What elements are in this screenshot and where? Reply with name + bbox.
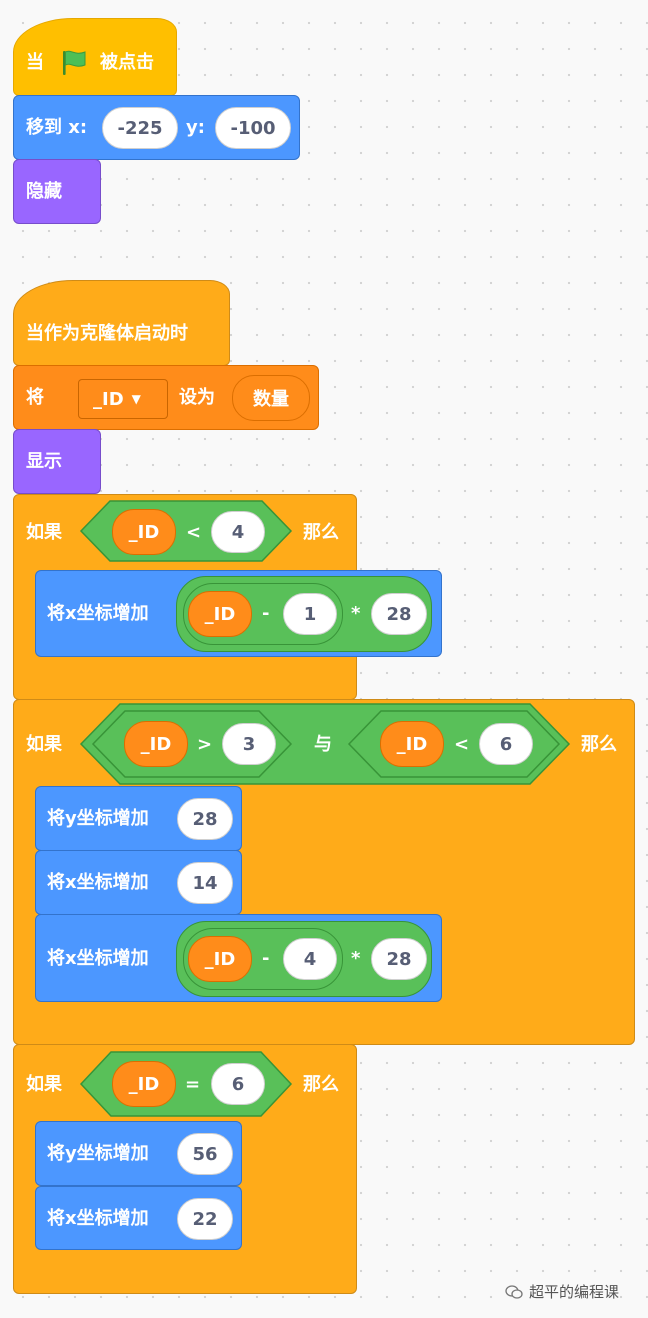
change-x-label: 将x坐标增加 — [47, 603, 149, 624]
change-x-block-3[interactable]: 将x坐标增加 _ID - 4 * 28 — [35, 914, 442, 1002]
go-to-y-label: y: — [186, 117, 205, 138]
show-block[interactable]: 显示 — [13, 429, 101, 494]
multiplier-input[interactable]: 28 — [371, 593, 427, 635]
y-input[interactable]: -100 — [215, 107, 291, 149]
id-reporter[interactable]: _ID — [124, 721, 188, 767]
greater-than-operator: > — [197, 734, 213, 755]
dropdown-arrow-icon: ▼ — [131, 392, 141, 406]
variable-dropdown-value: _ID — [93, 388, 124, 410]
minus-operator: - — [262, 948, 270, 969]
change-y-input[interactable]: 56 — [177, 1133, 233, 1175]
change-x-label: 将x坐标增加 — [47, 872, 149, 893]
set-to-label: 设为 — [179, 387, 215, 408]
change-x-block-4[interactable]: 将x坐标增加 22 — [35, 1186, 242, 1250]
id-reporter[interactable]: _ID — [188, 936, 252, 982]
when-flag-prefix: 当 — [26, 52, 44, 73]
watermark: 超平的编程课 — [505, 1281, 619, 1302]
count-reporter[interactable]: 数量 — [232, 375, 310, 421]
set-variable-block[interactable]: 将 _ID ▼ 设为 数量 — [13, 365, 319, 430]
change-y-label: 将y坐标增加 — [47, 808, 149, 829]
watermark-text: 超平的编程课 — [529, 1283, 620, 1301]
id-reporter[interactable]: _ID — [112, 509, 176, 555]
if-label: 如果 — [26, 522, 62, 543]
change-y-input[interactable]: 28 — [177, 798, 233, 840]
compare-value-input[interactable]: 6 — [479, 723, 533, 765]
if-label: 如果 — [26, 734, 62, 755]
when-start-as-clone-block[interactable]: 当作为克隆体启动时 — [13, 280, 230, 366]
change-y-block-1[interactable]: 将y坐标增加 28 — [35, 786, 242, 851]
wechat-icon — [505, 1284, 523, 1299]
change-x-block-1[interactable]: 将x坐标增加 _ID - 1 * 28 — [35, 570, 442, 657]
compare-value-input[interactable]: 4 — [211, 511, 265, 553]
minus-operator: - — [262, 603, 270, 624]
equals-operator: = — [185, 1074, 201, 1095]
clone-hat-label: 当作为克隆体启动时 — [26, 323, 188, 344]
then-label: 那么 — [303, 1074, 339, 1095]
less-than-operator: < — [186, 522, 202, 543]
change-x-input[interactable]: 22 — [177, 1198, 233, 1240]
less-than-operator: < — [454, 734, 470, 755]
if-label: 如果 — [26, 1074, 62, 1095]
compare-value-input[interactable]: 3 — [222, 723, 276, 765]
compare-value-input[interactable]: 6 — [211, 1063, 265, 1105]
change-y-label: 将y坐标增加 — [47, 1143, 149, 1164]
id-reporter[interactable]: _ID — [112, 1061, 176, 1107]
hide-label: 隐藏 — [26, 181, 62, 202]
x-input[interactable]: -225 — [102, 107, 178, 149]
change-x-input[interactable]: 14 — [177, 862, 233, 904]
multiply-operator: * — [351, 603, 361, 624]
change-x-label: 将x坐标增加 — [47, 1208, 149, 1229]
id-reporter[interactable]: _ID — [188, 591, 252, 637]
when-flag-suffix: 被点击 — [100, 52, 154, 73]
green-flag-icon — [63, 50, 86, 75]
change-y-block-2[interactable]: 将y坐标增加 56 — [35, 1121, 242, 1186]
subtrahend-input[interactable]: 4 — [283, 938, 337, 980]
id-reporter[interactable]: _ID — [380, 721, 444, 767]
and-label: 与 — [314, 734, 332, 755]
go-to-xy-block[interactable]: 移到 x: -225 y: -100 — [13, 95, 300, 160]
subtrahend-input[interactable]: 1 — [283, 593, 337, 635]
then-label: 那么 — [303, 522, 339, 543]
change-x-label: 将x坐标增加 — [47, 948, 149, 969]
variable-dropdown[interactable]: _ID ▼ — [78, 379, 168, 419]
show-label: 显示 — [26, 451, 62, 472]
go-to-xy-label: 移到 x: — [26, 117, 88, 138]
multiply-operator: * — [351, 948, 361, 969]
set-label: 将 — [26, 387, 44, 408]
multiplier-input[interactable]: 28 — [371, 938, 427, 980]
change-x-block-2[interactable]: 将x坐标增加 14 — [35, 850, 242, 915]
when-flag-clicked-block[interactable]: 当 被点击 — [13, 18, 177, 96]
then-label: 那么 — [581, 734, 617, 755]
hide-block[interactable]: 隐藏 — [13, 159, 101, 224]
